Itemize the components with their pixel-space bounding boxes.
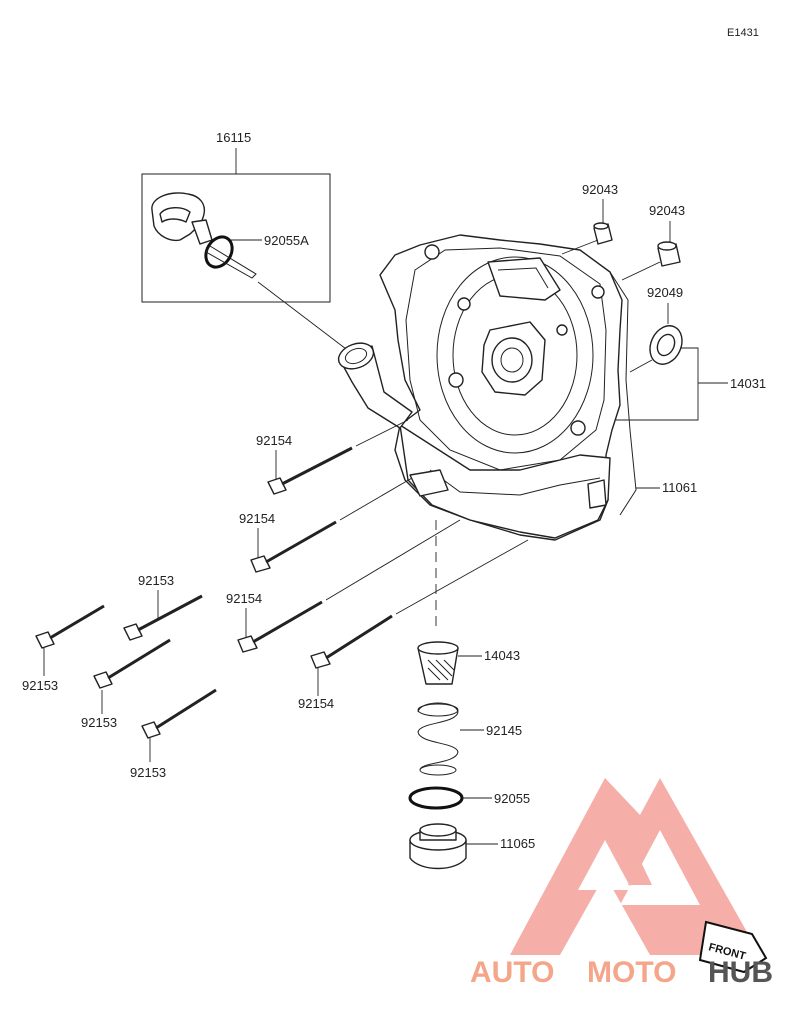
- crankcase-cover: 11061: [337, 234, 697, 541]
- label-14043: 14043: [484, 648, 520, 663]
- watermark-logo: [510, 778, 760, 955]
- watermark-text: AUTO MOTO HUB: [470, 956, 773, 989]
- front-direction-arrow: FRONT: [698, 920, 768, 974]
- watermark-hub: HUB: [708, 956, 773, 989]
- label-92043-b: 92043: [649, 203, 685, 218]
- label-92145: 92145: [486, 723, 522, 738]
- label-92154-b: 92154: [239, 511, 275, 526]
- label-92055: 92055: [494, 791, 530, 806]
- watermark-auto: AUTO: [470, 956, 554, 989]
- bolts-92153: 92153 92153 92153 92153: [22, 573, 217, 780]
- label-92154-a: 92154: [256, 433, 292, 448]
- dowel-pins: 92043 92043: [561, 182, 685, 281]
- label-92153-b: 92153: [22, 678, 58, 693]
- label-92049: 92049: [647, 285, 683, 300]
- label-92153-a: 92153: [138, 573, 174, 588]
- label-92153-d: 92153: [130, 765, 166, 780]
- label-11061: 11061: [662, 480, 697, 495]
- label-92154-c: 92154: [226, 591, 262, 606]
- bolts-92154: 92154 92154 92154 92154: [226, 419, 529, 711]
- diagram-code: E1431: [727, 27, 759, 39]
- label-92043-a: 92043: [582, 182, 618, 197]
- label-14031: 14031: [730, 376, 766, 391]
- drain-assembly: 14043 92145 92055 11065: [408, 520, 535, 870]
- label-92154-d: 92154: [298, 696, 334, 711]
- label-92055A: 92055A: [264, 233, 309, 248]
- label-11065: 11065: [500, 836, 535, 851]
- oil-seal: 92049 14031: [616, 285, 766, 421]
- watermark-moto: MOTO: [587, 956, 676, 989]
- label-16115: 16115: [216, 130, 251, 145]
- oil-filler-cap-group: 16115 92055A: [141, 130, 351, 353]
- label-92153-c: 92153: [81, 715, 117, 730]
